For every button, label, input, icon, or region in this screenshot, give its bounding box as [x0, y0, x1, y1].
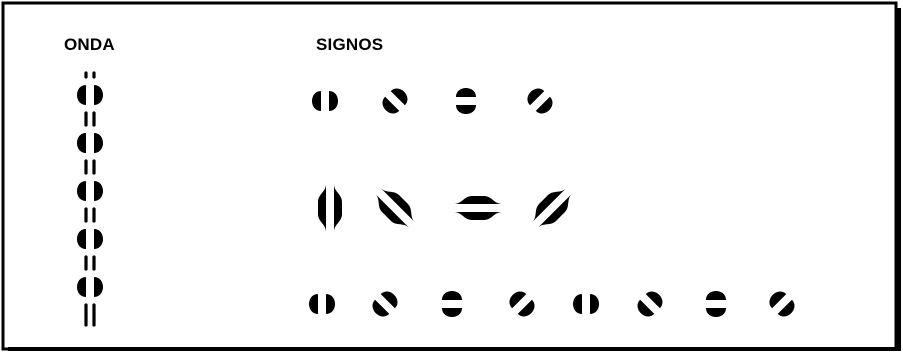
onda-header: ONDA [64, 35, 115, 54]
row1-sign-diagonal-right [518, 79, 562, 123]
row2-sign-horizontal [454, 196, 502, 220]
row3-sign-8 [760, 282, 804, 326]
onda-link-3 [77, 173, 103, 209]
row3-sign-7 [698, 291, 734, 317]
row1-sign-horizontal [448, 88, 484, 114]
signos-row-2 [318, 182, 578, 234]
row3-sign-6 [628, 282, 672, 326]
row2-sign-diagonal-right [526, 182, 578, 234]
onda-chain [77, 71, 103, 327]
signos-row-1 [312, 79, 562, 123]
row3-sign-3 [434, 291, 470, 317]
row1-sign-vertical [312, 83, 338, 119]
row3-sign-2 [363, 282, 407, 326]
onda-link-4 [77, 221, 103, 257]
onda-link-1 [77, 77, 103, 113]
signos-header: SIGNOS [316, 35, 384, 54]
row2-sign-vertical [318, 184, 342, 232]
row3-sign-1 [309, 286, 335, 322]
row3-sign-5 [573, 286, 599, 322]
signos-row-3 [309, 282, 804, 326]
onda-link-2 [77, 125, 103, 161]
row2-sign-diagonal-left [369, 182, 421, 234]
row3-sign-4 [500, 282, 544, 326]
row1-sign-diagonal-left [373, 79, 417, 123]
onda-link-5 [77, 269, 103, 305]
